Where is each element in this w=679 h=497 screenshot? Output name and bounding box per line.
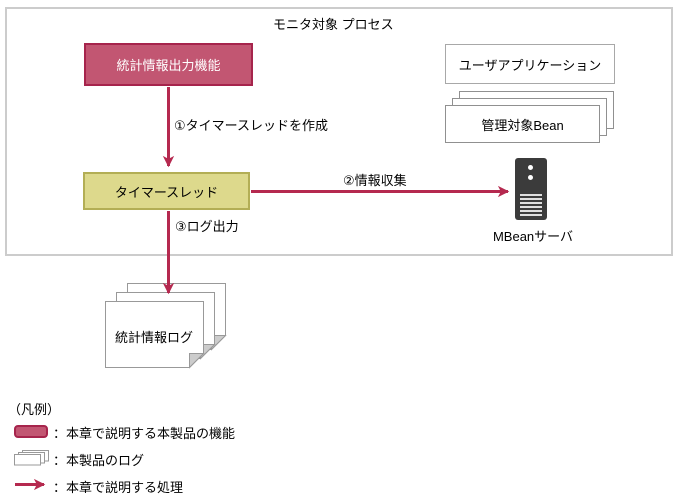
mbean-server-icon	[515, 158, 547, 220]
server-vents-icon	[520, 194, 542, 217]
legend-item-label: ：本製品のログ	[53, 453, 145, 468]
step3-log-output-label: ③ログ出力	[175, 219, 239, 234]
managed-bean-label: 管理対象Bean	[481, 117, 564, 133]
step2-collect-info-label: ②情報収集	[343, 173, 407, 188]
stats-log-label: 統計情報ログ	[114, 330, 193, 345]
legend-item-label: ：本章で説明する処理	[53, 480, 184, 495]
stats-output-label: 統計情報出力機能	[116, 58, 221, 73]
legend-title: （凡例）	[8, 402, 61, 417]
user-application-node: ユーザアプリケーション	[445, 44, 615, 84]
legend-product-function-swatch-icon	[14, 425, 48, 438]
legend-item-label: ：本章で説明する本製品の機能	[53, 426, 236, 441]
legend-log-stack-icon	[14, 450, 49, 466]
monitor-process-title: モニタ対象 プロセス	[273, 17, 394, 32]
mbean-server-label: MBeanサーバ	[492, 229, 574, 244]
timer-thread-label: タイマースレッド	[114, 184, 219, 200]
user-application-label: ユーザアプリケーション	[458, 57, 602, 73]
server-led-icon	[528, 175, 533, 180]
timer-thread-node: タイマースレッド	[83, 172, 250, 210]
stats-output-node: 統計情報出力機能	[84, 43, 253, 86]
stats-log-stack-icon	[105, 283, 227, 369]
server-led-icon	[528, 165, 533, 170]
managed-bean-node: 管理対象Bean	[445, 105, 600, 143]
step1-create-timer-label: ①タイマースレッドを作成	[174, 118, 329, 133]
